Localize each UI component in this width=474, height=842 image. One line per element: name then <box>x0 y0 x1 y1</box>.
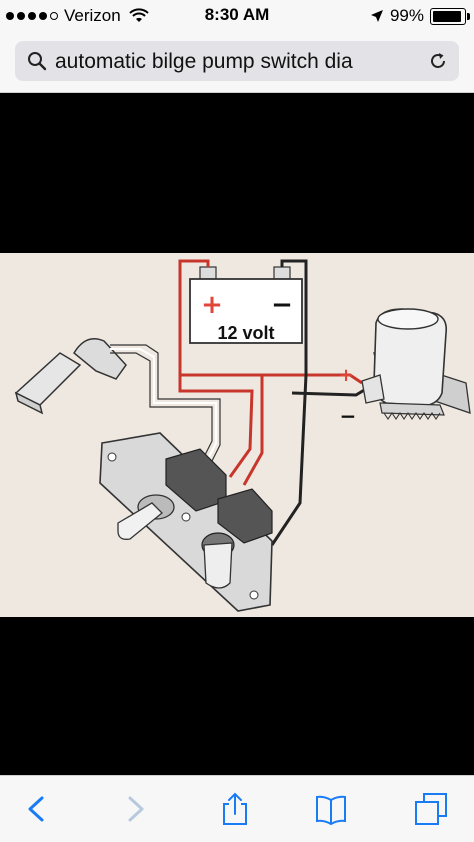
image-viewer[interactable]: + − 12 volt + <box>0 93 474 775</box>
battery-plus-label: + <box>201 290 223 320</box>
status-left: Verizon <box>6 6 149 26</box>
battery-12v: + − 12 volt <box>189 266 303 344</box>
wifi-icon <box>129 8 149 22</box>
bilge-pump: + − <box>338 308 471 428</box>
float-switch <box>14 338 127 415</box>
search-field[interactable]: automatic bilge pump switch dia <box>15 41 459 81</box>
float-wire-outline <box>110 344 221 466</box>
negative-wire <box>270 259 367 546</box>
positive-wire <box>178 259 363 486</box>
bottom-toolbar <box>0 775 474 842</box>
status-time: 8:30 AM <box>204 5 270 24</box>
bookmarks-icon[interactable] <box>314 792 348 826</box>
battery-icon <box>430 7 470 25</box>
pump-plus-label: + <box>338 365 353 386</box>
search-icon <box>28 52 47 71</box>
status-right: 99% <box>370 6 470 26</box>
location-arrow-icon <box>370 10 383 22</box>
reload-icon[interactable] <box>427 50 449 72</box>
address-bar-area: automatic bilge pump switch dia <box>0 32 474 93</box>
search-query[interactable]: automatic bilge pump switch dia <box>55 50 353 73</box>
forward-icon[interactable] <box>118 792 152 826</box>
battery-percent: 99% <box>389 6 424 25</box>
float-wire-white <box>110 348 217 464</box>
status-bar: Verizon 8:30 AM 99% <box>0 0 474 32</box>
battery-voltage-label: 12 volt <box>217 323 274 343</box>
switch-panel <box>99 432 273 612</box>
share-icon[interactable] <box>218 792 252 826</box>
signal-dots-icon <box>6 12 58 20</box>
battery-minus-label: − <box>271 290 293 320</box>
battery-fill <box>433 10 461 22</box>
tabs-icon[interactable] <box>414 792 448 826</box>
pump-minus-label: − <box>340 404 357 428</box>
wiring-diagram-image: + − 12 volt + <box>0 253 474 617</box>
back-icon[interactable] <box>20 792 54 826</box>
carrier-name: Verizon <box>64 6 121 25</box>
